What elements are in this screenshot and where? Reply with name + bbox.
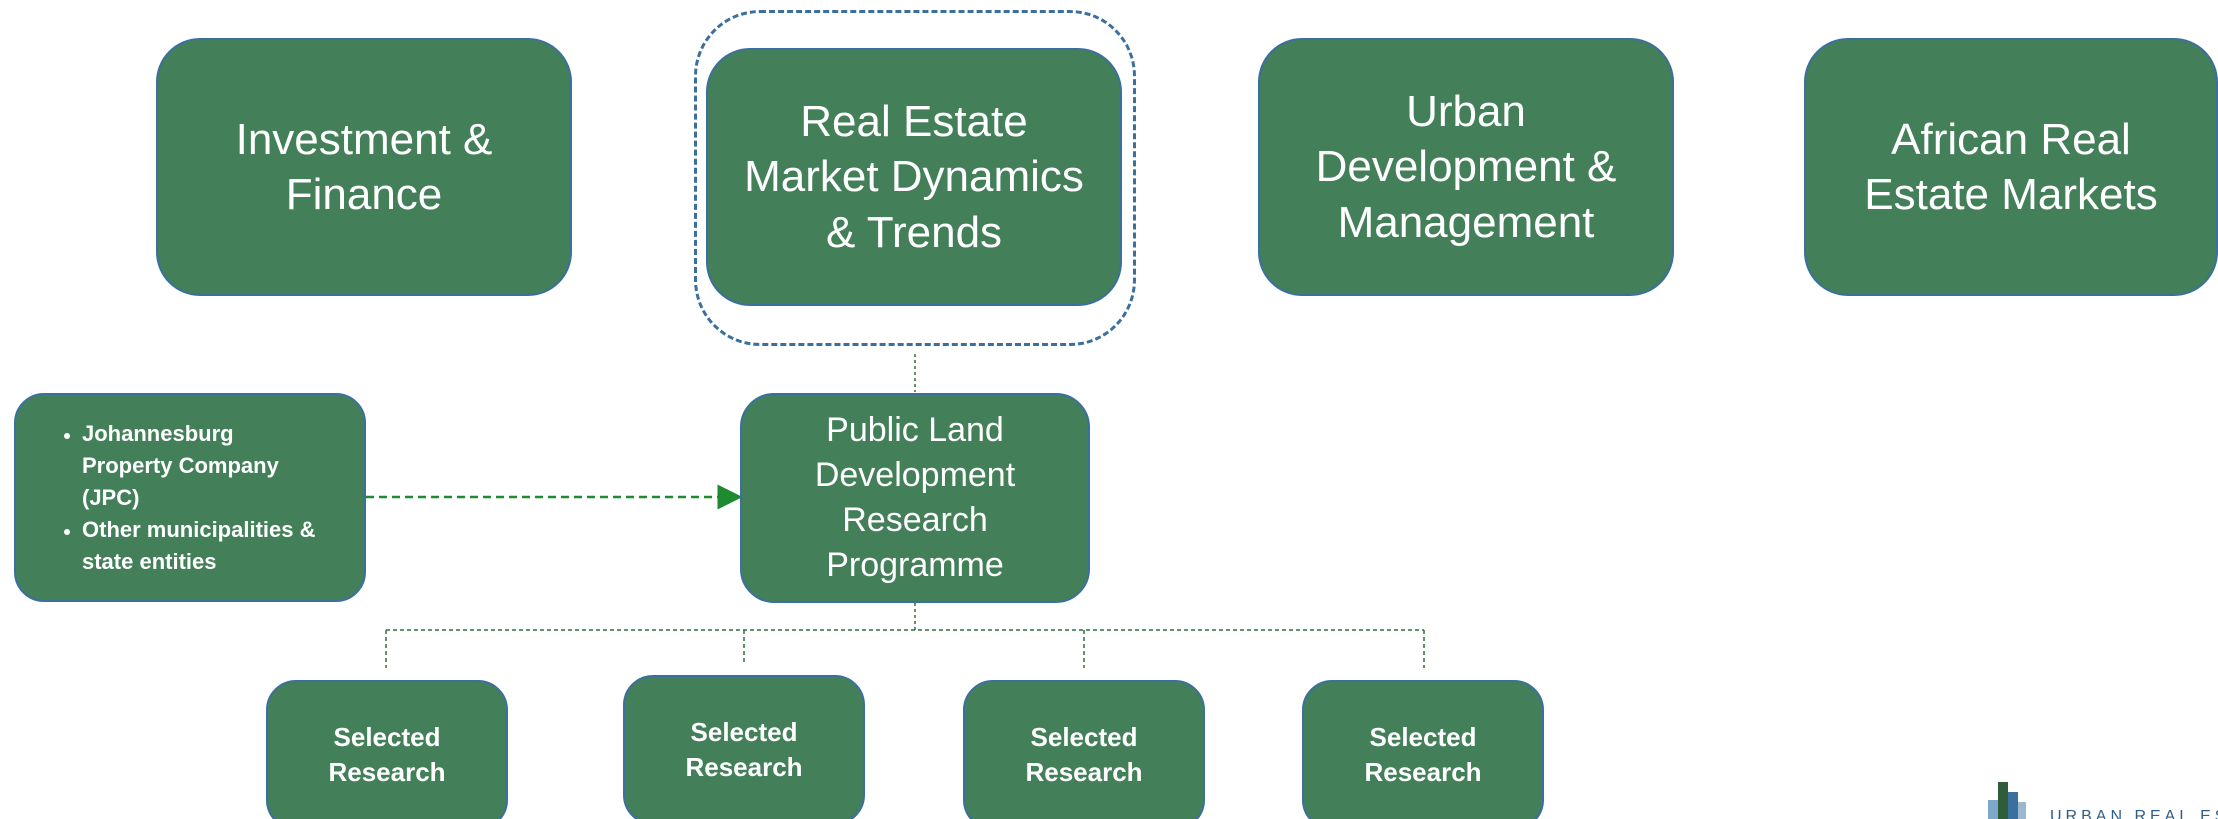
output-label: Selected Research — [685, 716, 803, 782]
theme-investment-finance[interactable]: Investment & Finance — [156, 38, 572, 296]
programme-box[interactable]: Public Land Development Research Program… — [740, 393, 1090, 603]
output-selected-research-4[interactable]: Selected Research — [1302, 680, 1544, 819]
output-selected-research-3[interactable]: Selected Research — [963, 680, 1205, 819]
theme-label: Investment & Finance — [235, 114, 493, 219]
theme-label: Real Estate Market Dynamics & Trends — [744, 96, 1084, 257]
stakeholders-list: Johannesburg Property Company (JPC) Othe… — [16, 418, 316, 578]
stakeholder-item: Johannesburg Property Company (JPC) — [82, 418, 316, 514]
selected-theme-highlight — [694, 10, 1136, 346]
theme-urban-development[interactable]: Urban Development & Management — [1258, 38, 1674, 296]
theme-label: Urban Development & Management — [1315, 86, 1617, 247]
stakeholder-item: Other municipalities & state entities — [82, 514, 316, 578]
output-selected-research-2[interactable]: Selected Research — [623, 675, 865, 819]
output-label: Selected Research — [1364, 721, 1482, 787]
stakeholders-box[interactable]: Johannesburg Property Company (JPC) Othe… — [14, 393, 366, 602]
theme-real-estate-market-dynamics[interactable]: Real Estate Market Dynamics & Trends — [706, 48, 1122, 306]
brand-logo-text: URBAN REAL ESTATE — [2050, 808, 2218, 819]
programme-label: Public Land Development Research Program… — [814, 411, 1016, 584]
theme-african-real-estate[interactable]: African Real Estate Markets — [1804, 38, 2218, 296]
theme-label: African Real Estate Markets — [1864, 114, 2158, 219]
output-label: Selected Research — [1025, 721, 1143, 787]
brand-logo-icon — [1988, 782, 2048, 819]
output-label: Selected Research — [328, 721, 446, 787]
output-selected-research-1[interactable]: Selected Research — [266, 680, 508, 819]
